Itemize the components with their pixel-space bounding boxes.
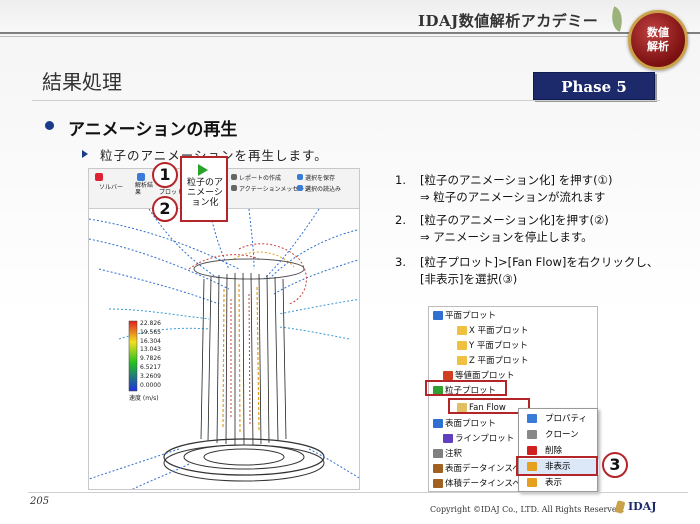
show-icon: [527, 478, 537, 487]
clone-icon: [527, 430, 537, 439]
properties-icon: [527, 414, 537, 423]
volume-inspector-icon: [433, 479, 443, 488]
surface-inspector-icon: [433, 464, 443, 473]
tree-item-isosurface[interactable]: 等値面プロット: [443, 369, 515, 383]
ribbon-solver-label[interactable]: ソルバー: [99, 184, 124, 191]
tree-item-fan-flow[interactable]: Fan Flow: [457, 401, 506, 415]
y-plane-icon: [457, 341, 467, 350]
ribbon-anim-message-button[interactable]: アクテーションメッセージ: [239, 186, 311, 193]
tree-item-particle-plot[interactable]: 粒子プロット: [433, 384, 496, 398]
copyright-text: Copyright ©IDAJ Co., LTD. All Rights Res…: [430, 505, 625, 514]
tree-item-surface-plot[interactable]: 表面プロット: [433, 417, 496, 431]
hide-menu-highlight: [516, 456, 598, 476]
annotation-icon: [433, 449, 443, 458]
tree-item-volume-inspector[interactable]: 体積データインスペ: [433, 477, 521, 491]
header-bar: [0, 0, 700, 34]
tree-item-x-plane[interactable]: X 平面プロット: [457, 324, 529, 338]
menu-item-properties[interactable]: プロパティ: [519, 411, 599, 427]
context-menu: プロパティ クローン 削除 非表示 表示: [518, 408, 599, 492]
line-plot-icon: [443, 434, 453, 443]
ribbon-save-selection-button[interactable]: 選択を保存: [305, 175, 336, 182]
legend-value: 19.565: [140, 328, 161, 336]
page-number: 205: [30, 496, 50, 507]
fan-flow-highlight: [448, 398, 530, 414]
legend-value: 6.5217: [140, 363, 161, 371]
academy-seal-logo: 数値 解析: [628, 10, 688, 70]
triangle-bullet-icon: [82, 150, 88, 158]
animate-particles-label: 粒子のアニメーション化: [186, 178, 223, 208]
z-plane-icon: [457, 356, 467, 365]
menu-item-show[interactable]: 表示: [519, 475, 599, 491]
ribbon-plot-label[interactable]: プロット: [159, 189, 184, 196]
legend-value: 13.043: [140, 346, 161, 354]
particle-flow-visualization: [89, 209, 359, 489]
menu-item-hide[interactable]: 非表示: [519, 459, 599, 475]
solver-icon: [95, 173, 103, 181]
legend-value: 9.7826: [140, 355, 161, 363]
ribbon-load-selection-button[interactable]: 選択の読込み: [305, 186, 342, 193]
message-icon: [231, 185, 237, 191]
hide-icon: [527, 462, 537, 471]
tree-item-y-plane[interactable]: Y 平面プロット: [457, 339, 528, 353]
animate-particles-button[interactable]: 粒子のアニメーション化: [180, 156, 228, 222]
tree-item-z-plane[interactable]: Z 平面プロット: [457, 354, 529, 368]
results-icon: [137, 173, 145, 181]
load-selection-icon: [297, 185, 303, 191]
plane-plot-icon: [433, 311, 443, 320]
legend-values: 22.826 19.565 16.304 13.043 9.7826 6.521…: [140, 320, 161, 390]
delete-icon: [527, 446, 537, 455]
callout-2: 2: [152, 196, 178, 222]
legend-value: 3.2609: [140, 372, 161, 380]
ribbon-report-button[interactable]: レポートの作成: [239, 175, 282, 182]
callout-1: 1: [152, 162, 178, 188]
legend-unit: 速度 (m/s): [129, 395, 159, 402]
bullet-dot-icon: [45, 121, 54, 130]
tree-item-surface-inspector[interactable]: 表面データインスペ: [433, 462, 521, 476]
legend-value: 22.826: [140, 320, 161, 327]
menu-item-delete[interactable]: 削除: [519, 443, 599, 459]
surface-plot-icon: [433, 419, 443, 428]
header-rule: [0, 36, 640, 37]
idaj-logo: IDAJ: [628, 500, 657, 513]
particle-plot-highlight: [425, 380, 507, 396]
menu-item-clone[interactable]: クローン: [519, 427, 599, 443]
section-heading: アニメーションの再生: [68, 120, 238, 140]
ribbon-results-label[interactable]: 解析結果: [135, 182, 154, 196]
legend-value: 16.304: [140, 337, 161, 345]
report-icon: [231, 174, 237, 180]
particle-plot-icon: [433, 386, 443, 395]
tree-item-annotation[interactable]: 注釈: [433, 447, 462, 461]
brand-title: IDAJ数値解析アカデミー: [418, 12, 599, 30]
x-plane-icon: [457, 326, 467, 335]
section-subheading: 粒子のアニメーションを再生します。: [100, 145, 328, 164]
isosurface-icon: [443, 371, 453, 380]
footer-rule: [28, 492, 688, 493]
save-selection-icon: [297, 174, 303, 180]
legend-value: 0.0000: [140, 381, 161, 389]
tree-item-plane-plot[interactable]: 平面プロット: [433, 309, 496, 323]
title-divider: [32, 100, 660, 101]
fan-flow-icon: [457, 403, 467, 412]
phase-badge: Phase 5: [533, 72, 655, 100]
play-icon: [198, 164, 208, 176]
callout-3: 3: [602, 452, 628, 478]
page-title: 結果処理: [42, 70, 122, 94]
tree-item-line-plot[interactable]: ラインプロット: [443, 432, 514, 446]
seal-text: 数値 解析: [647, 26, 669, 53]
